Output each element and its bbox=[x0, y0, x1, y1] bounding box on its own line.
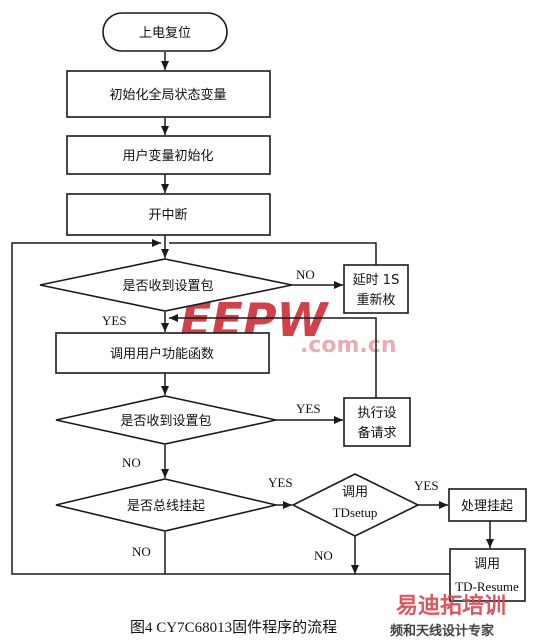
brand-watermark-tagline: 频和天线设计专家 bbox=[390, 623, 495, 639]
process-call-td-resume: 调用 TD-Resume bbox=[449, 548, 526, 602]
process-exec-device-request: 执行设 备请求 bbox=[343, 397, 411, 447]
process-enable-interrupt: 开中断 bbox=[66, 193, 271, 236]
init-global-label: 初始化全局状态变量 bbox=[109, 87, 226, 103]
label-no-suspend: NO bbox=[132, 544, 151, 559]
process-handle-suspend: 处理挂起 bbox=[448, 488, 527, 522]
label-yes-tdsetup: YES bbox=[414, 478, 439, 493]
brand-watermark: 易迪拓培训 频和天线设计专家 bbox=[390, 593, 506, 639]
decision-check-setup-1: 是否收到设置包 bbox=[39, 258, 293, 312]
figure-caption: 图4 CY7C68013固件程序的流程 bbox=[130, 619, 337, 636]
call-resume-line1-label: 调用 bbox=[474, 557, 500, 572]
label-no-tdsetup: NO bbox=[314, 548, 333, 563]
process-init-global: 初始化全局状态变量 bbox=[66, 70, 271, 118]
init-user-label: 用户变量初始化 bbox=[122, 148, 213, 164]
call-user-func-label: 调用用户功能函数 bbox=[110, 346, 214, 362]
start-node-power-reset: 上电复位 bbox=[102, 12, 228, 52]
check-setup-2-label: 是否收到设置包 bbox=[120, 414, 211, 429]
process-init-user: 用户变量初始化 bbox=[66, 135, 271, 175]
check-setup-1-label: 是否收到设置包 bbox=[122, 279, 213, 294]
call-resume-line2-label: TD-Resume bbox=[455, 579, 519, 594]
label-yes-check2: YES bbox=[296, 401, 321, 416]
exec-line2-label: 备请求 bbox=[357, 425, 396, 441]
call-td-line2-label: TDsetup bbox=[333, 505, 378, 520]
decision-call-tdsetup: 调用 TDsetup bbox=[291, 473, 420, 537]
exec-line1-label: 执行设 bbox=[357, 406, 396, 421]
brand-watermark-title: 易迪拓培训 bbox=[396, 593, 506, 619]
connector-exec-return bbox=[169, 314, 377, 398]
eepw-dotcom-text: .com.cn bbox=[300, 333, 397, 358]
handle-suspend-label: 处理挂起 bbox=[461, 499, 513, 514]
enable-int-label: 开中断 bbox=[148, 208, 187, 223]
process-delay-reenumerate: 延时 1S 重新枚 bbox=[343, 264, 409, 314]
process-call-user-function: 调用用户功能函数 bbox=[55, 332, 270, 374]
delay-line1-label: 延时 1S bbox=[353, 273, 400, 288]
label-no-check1: NO bbox=[296, 267, 315, 282]
call-td-line1-label: 调用 bbox=[342, 485, 368, 500]
label-no-check2: NO bbox=[122, 455, 141, 470]
delay-line2-label: 重新枚 bbox=[356, 292, 395, 308]
decision-bus-suspend: 是否总线挂起 bbox=[55, 478, 277, 532]
label-yes-suspend: YES bbox=[268, 475, 293, 490]
power-reset-label: 上电复位 bbox=[139, 26, 191, 41]
label-yes-check1: YES bbox=[102, 313, 127, 328]
connector-delay-return bbox=[169, 242, 377, 265]
decision-check-setup-2: 是否收到设置包 bbox=[55, 395, 277, 445]
check-suspend-label: 是否总线挂起 bbox=[127, 499, 205, 514]
loop-back-connector bbox=[11, 239, 165, 575]
